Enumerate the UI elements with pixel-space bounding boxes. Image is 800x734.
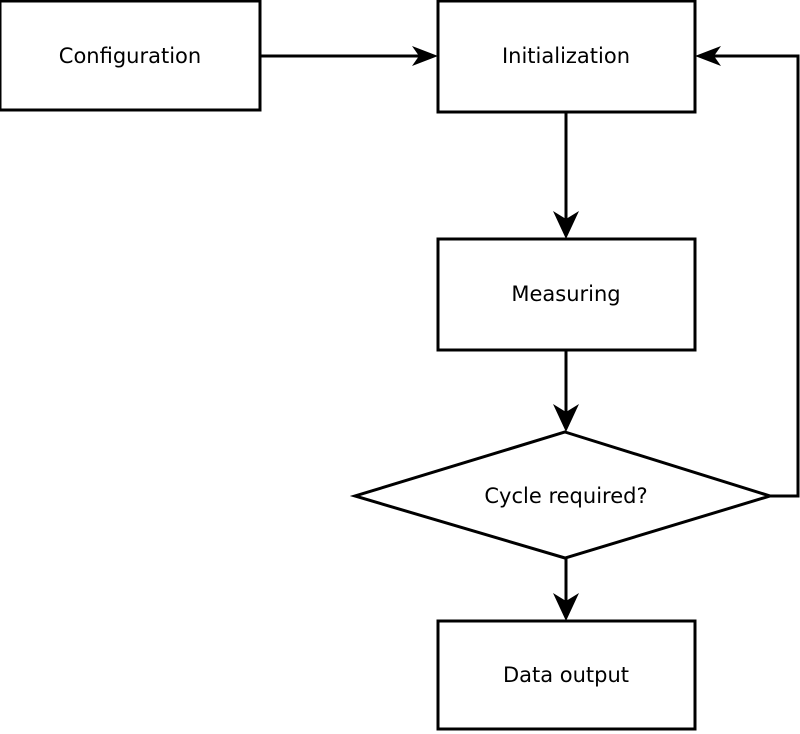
node-data-output[interactable]: Data output — [436, 619, 697, 731]
node-data-output-shape[interactable] — [436, 619, 697, 731]
node-cycle-required[interactable]: Cycle required? — [349, 430, 776, 560]
node-measuring-label: Measuring — [511, 282, 620, 306]
edge-configuration-to-initialization — [258, 46, 438, 66]
edge-cycle-required-to-data-output — [553, 558, 579, 621]
node-measuring[interactable]: Measuring — [436, 237, 697, 352]
edge-measuring-to-cycle-required — [553, 350, 579, 432]
arrowhead-down-icon — [553, 404, 579, 432]
node-initialization-label: Initialization — [502, 44, 630, 68]
node-initialization[interactable]: Initialization — [436, 0, 697, 114]
node-cycle-required-shape[interactable] — [349, 430, 776, 560]
edge-cycle-required-to-initialization — [695, 46, 800, 498]
node-configuration-shape[interactable] — [0, 0, 262, 112]
arrowhead-down-icon — [553, 211, 579, 239]
node-measuring-shape[interactable] — [436, 237, 697, 352]
arrowhead-down-icon — [553, 593, 579, 621]
edge-initialization-to-measuring — [553, 112, 579, 239]
node-data-output-label: Data output — [503, 663, 629, 687]
node-configuration[interactable]: Configuration — [0, 0, 262, 112]
arrowhead-right-icon — [412, 46, 438, 66]
node-cycle-required-label: Cycle required? — [484, 484, 647, 508]
arrowhead-left-icon — [695, 46, 721, 66]
node-initialization-shape[interactable] — [436, 0, 697, 114]
edge-line — [704, 54, 800, 498]
node-configuration-label: Configuration — [59, 44, 201, 68]
